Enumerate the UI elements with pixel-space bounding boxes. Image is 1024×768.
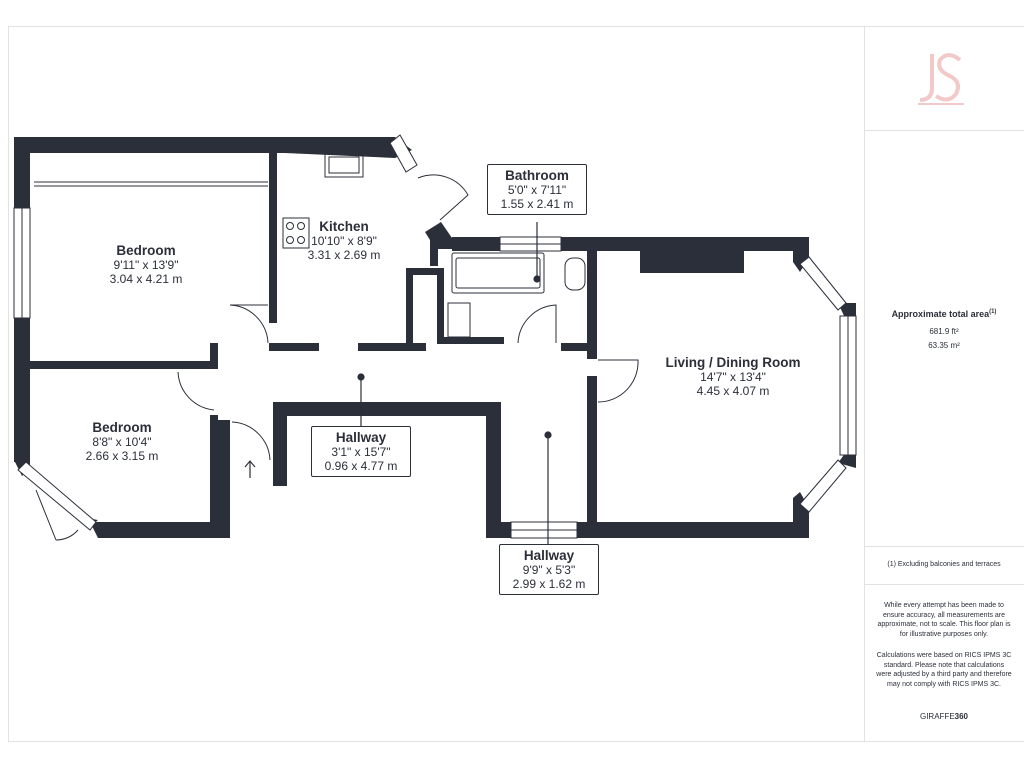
agency-logo	[918, 53, 964, 105]
hob	[282, 217, 310, 249]
wall	[273, 402, 287, 486]
wall	[452, 237, 500, 251]
room-label-kitchen: Kitchen 10'10" x 8'9" 3.31 x 2.69 m	[294, 219, 394, 262]
bathtub	[451, 252, 545, 294]
room-metric: 4.45 x 4.07 m	[696, 384, 770, 398]
room-metric: 3.04 x 4.21 m	[109, 272, 183, 286]
door-swing	[231, 421, 271, 461]
room-label-hallway-2: Hallway 9'9" x 5'3" 2.99 x 1.62 m	[499, 544, 599, 595]
area-sqft: 681.9 ft²	[929, 327, 959, 336]
room-label-bathroom: Bathroom 5'0" x 7'11" 1.55 x 2.41 m	[487, 164, 587, 215]
room-metric: 0.96 x 4.77 m	[324, 459, 398, 473]
wall	[587, 249, 597, 359]
window	[799, 256, 847, 311]
room-imperial: 10'10" x 8'9"	[311, 234, 377, 248]
door-swing	[597, 359, 639, 403]
door-swing	[229, 304, 269, 344]
area-sqm: 63.35 m²	[928, 341, 960, 350]
sidebar-divider	[864, 130, 1024, 131]
room-imperial: 3'1" x 15'7"	[331, 445, 391, 459]
room-label-living: Living / Dining Room 14'7" x 13'4" 4.45 …	[658, 355, 808, 398]
door-swing	[177, 371, 215, 411]
window	[799, 459, 847, 513]
room-imperial: 14'7" x 13'4"	[700, 370, 766, 384]
brand-mark: GIRAFFE360	[919, 712, 969, 721]
door-swing	[417, 174, 469, 221]
room-imperial: 8'8" x 10'4"	[92, 435, 152, 449]
sidebar-divider	[864, 584, 1024, 585]
sidebar-divider	[864, 546, 1024, 547]
room-name: Kitchen	[319, 219, 369, 234]
wall	[269, 153, 277, 323]
wall	[273, 402, 501, 416]
wall	[406, 268, 413, 344]
room-name: Bedroom	[116, 243, 176, 258]
area-title: Approximate total area(1)	[891, 309, 997, 319]
footnote: (1) Excluding balconies and terraces	[887, 561, 1001, 568]
room-name: Bedroom	[92, 420, 152, 435]
plan-frame	[8, 26, 1024, 742]
wall	[218, 420, 230, 535]
wall	[210, 343, 218, 369]
room-label-bedroom-2: Bedroom 8'8" x 10'4" 2.66 x 3.15 m	[72, 420, 172, 463]
disclaimer-rics: Calculations were based on RICS IPMS 3C …	[876, 652, 1012, 688]
room-name: Hallway	[523, 548, 575, 563]
door-swing	[517, 304, 557, 344]
door-swing	[35, 489, 79, 541]
wall	[358, 343, 426, 351]
wall	[577, 522, 597, 538]
basin	[447, 302, 471, 338]
wall	[486, 522, 511, 538]
room-label-bedroom-1: Bedroom 9'11" x 13'9" 3.04 x 4.21 m	[96, 243, 196, 286]
window	[389, 134, 418, 173]
wall	[640, 249, 744, 273]
room-metric: 2.99 x 1.62 m	[512, 577, 586, 591]
room-name: Living / Dining Room	[665, 355, 801, 370]
wall	[30, 361, 218, 369]
room-imperial: 9'11" x 13'9"	[113, 258, 179, 272]
room-metric: 2.66 x 3.15 m	[85, 449, 159, 463]
sidebar-divider	[864, 26, 865, 742]
toilet	[564, 257, 586, 291]
room-imperial: 9'9" x 5'3"	[522, 563, 576, 577]
disclaimer-accuracy: While every attempt has been made to ens…	[877, 602, 1011, 638]
room-metric: 1.55 x 2.41 m	[500, 197, 574, 211]
wall	[425, 222, 452, 266]
wall	[14, 137, 412, 200]
window	[17, 461, 97, 531]
wall	[587, 522, 809, 538]
wall	[444, 337, 504, 344]
wall	[486, 402, 501, 538]
room-name: Hallway	[335, 430, 387, 445]
kitchen-sink	[324, 152, 364, 178]
wall	[561, 237, 809, 251]
room-label-hallway-1: Hallway 3'1" x 15'7" 0.96 x 4.77 m	[311, 426, 411, 477]
room-name: Bathroom	[505, 168, 569, 183]
wall	[587, 376, 597, 536]
wall	[269, 343, 319, 351]
room-imperial: 5'0" x 7'11"	[507, 183, 567, 197]
wall	[210, 415, 218, 535]
wall	[406, 268, 438, 275]
wall	[561, 343, 589, 351]
room-metric: 3.31 x 2.69 m	[307, 248, 381, 262]
wall	[437, 268, 444, 344]
wall	[90, 522, 230, 538]
